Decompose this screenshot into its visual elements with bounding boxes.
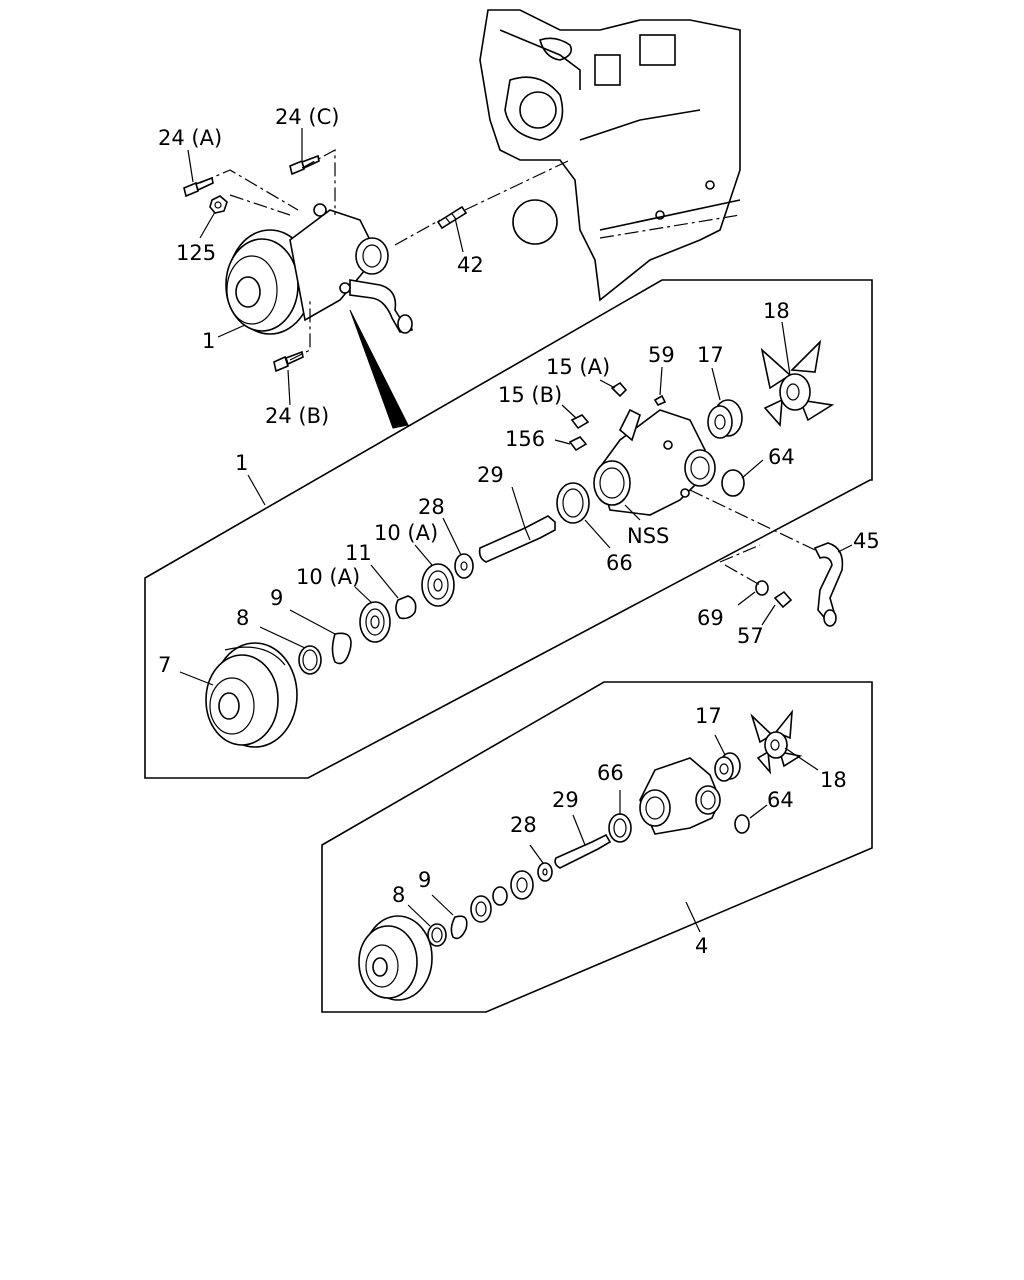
seal-ring-8-lower	[427, 923, 447, 947]
bearing-10a-upper	[421, 563, 455, 607]
label-64-upper: 64	[768, 445, 795, 469]
plug-156	[568, 436, 588, 452]
label-28-upper: 28	[418, 495, 445, 519]
detail-frame-4	[321, 681, 873, 1013]
label-1-callout: 1	[235, 451, 248, 475]
label-59: 59	[648, 343, 675, 367]
label-125: 125	[176, 241, 216, 265]
o-ring-64-a	[721, 469, 745, 497]
pin-59	[653, 394, 667, 407]
impeller-18	[760, 339, 835, 427]
label-66-upper: 66	[606, 551, 633, 575]
leader-lines	[179, 128, 853, 933]
snap-ring-9	[331, 632, 352, 665]
shaft-29	[478, 515, 556, 563]
label-17-upper: 17	[697, 343, 724, 367]
label-64-lower: 64	[767, 788, 794, 812]
stud-42	[436, 205, 468, 230]
callout-labels: 24 (A) 24 (C) 125 42 1 24 (B) 1 18 59 17…	[158, 105, 880, 958]
label-4: 4	[695, 934, 708, 958]
label-8-lower: 8	[392, 883, 405, 907]
seal-66-lower	[608, 813, 632, 843]
bearing-lower-b	[510, 870, 534, 900]
label-9-upper: 9	[270, 586, 283, 610]
label-7: 7	[158, 653, 171, 677]
label-66-lower: 66	[597, 761, 624, 785]
label-10a-upper: 10 (A)	[374, 521, 438, 545]
seal-ring-8	[298, 645, 322, 675]
label-29-upper: 29	[477, 463, 504, 487]
bearing-lower-a	[470, 895, 492, 923]
plug-15b	[570, 414, 590, 430]
pulley-7	[205, 642, 298, 748]
label-42: 42	[457, 253, 484, 277]
label-10a-lower: 10 (A)	[296, 565, 360, 589]
detail-pointer-arrow	[349, 309, 409, 429]
washer-69	[755, 580, 769, 596]
pump-body-lower	[639, 757, 721, 835]
label-45: 45	[853, 529, 880, 553]
nipple-15a	[610, 381, 628, 398]
label-29-lower: 29	[552, 788, 579, 812]
label-15b: 15 (B)	[498, 383, 562, 407]
label-8-upper: 8	[236, 606, 249, 630]
label-156: 156	[505, 427, 545, 451]
pulley-7-lower	[358, 915, 433, 1001]
label-11: 11	[345, 541, 372, 565]
impeller-18-lower	[750, 709, 803, 775]
engine-block-outline	[479, 9, 741, 302]
bolt-24b	[273, 350, 304, 373]
bearing-10a-lower	[359, 601, 391, 643]
detail-frame-1	[144, 279, 873, 779]
label-15a: 15 (A)	[546, 355, 610, 379]
label-1-assembly: 1	[202, 329, 215, 353]
nut-125	[209, 195, 228, 214]
label-69: 69	[697, 606, 724, 630]
plug-57	[773, 590, 793, 609]
snap-ring-9-lower	[450, 915, 468, 940]
label-24b: 24 (B)	[265, 404, 329, 428]
label-nss: NSS	[627, 524, 669, 548]
label-24a-top: 24 (A)	[158, 126, 222, 150]
hose-45	[813, 542, 844, 627]
spacer-lower	[492, 886, 508, 906]
washer-28	[454, 553, 474, 579]
label-24c-top: 24 (C)	[275, 105, 339, 129]
label-18-lower: 18	[820, 768, 847, 792]
impeller-hub-17	[707, 399, 743, 439]
label-17-lower: 17	[695, 704, 722, 728]
seal-66	[556, 482, 590, 524]
pump-assembly-installed	[225, 203, 414, 335]
bolt-24a-top	[183, 176, 214, 198]
label-28-lower: 28	[510, 813, 537, 837]
shaft-29-lower	[554, 833, 612, 869]
label-18-upper: 18	[763, 299, 790, 323]
spacer-11	[395, 595, 417, 620]
bolt-24c-top	[289, 154, 320, 176]
washer-28-lower	[537, 862, 553, 882]
pump-body	[593, 408, 716, 516]
impeller-hub-17-lower	[714, 752, 741, 782]
label-9-lower: 9	[418, 868, 431, 892]
label-57: 57	[737, 624, 764, 648]
o-ring-64-lower	[734, 814, 750, 834]
